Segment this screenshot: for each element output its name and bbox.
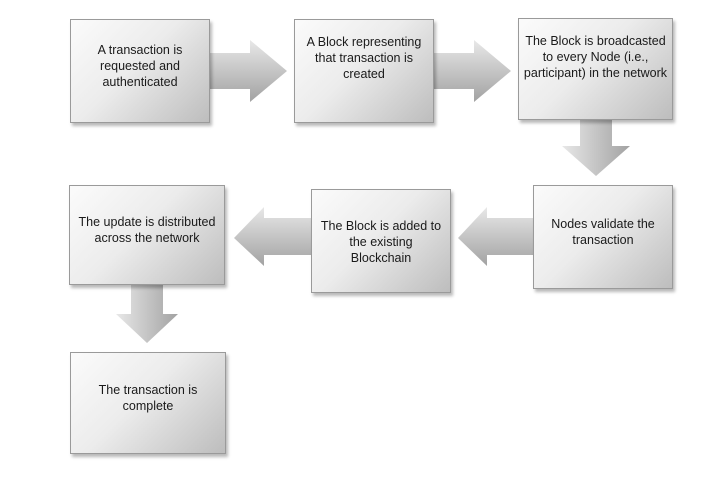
step-box-4: Nodes validate the transaction	[533, 185, 673, 289]
step-text-5: The Block is added to the existing Block…	[320, 219, 442, 265]
step-box-3: The Block is broadcasted to every Node (…	[518, 18, 673, 120]
step-text-7: The transaction is complete	[98, 383, 198, 413]
step-box-5: The Block is added to the existing Block…	[311, 189, 451, 293]
step-text-4: Nodes validate the transaction	[551, 217, 655, 247]
step-text-2: A Block representing that transaction is…	[306, 35, 422, 81]
step-box-7: The transaction is complete	[70, 352, 226, 454]
step-text-1: A transaction is requested and authentic…	[97, 43, 183, 89]
arrow-right-2	[433, 40, 511, 102]
arrow-down-1	[562, 120, 630, 176]
step-text-3: The Block is broadcasted to every Node (…	[523, 34, 668, 80]
step-text-6: The update is distributed across the net…	[78, 215, 216, 245]
step-box-1: A transaction is requested and authentic…	[70, 19, 210, 123]
arrow-right-1	[210, 40, 287, 102]
arrow-left-1	[458, 207, 533, 266]
arrow-left-2	[234, 207, 311, 266]
arrow-down-2	[116, 285, 178, 343]
step-box-2: A Block representing that transaction is…	[294, 19, 434, 123]
step-box-6: The update is distributed across the net…	[69, 185, 225, 285]
